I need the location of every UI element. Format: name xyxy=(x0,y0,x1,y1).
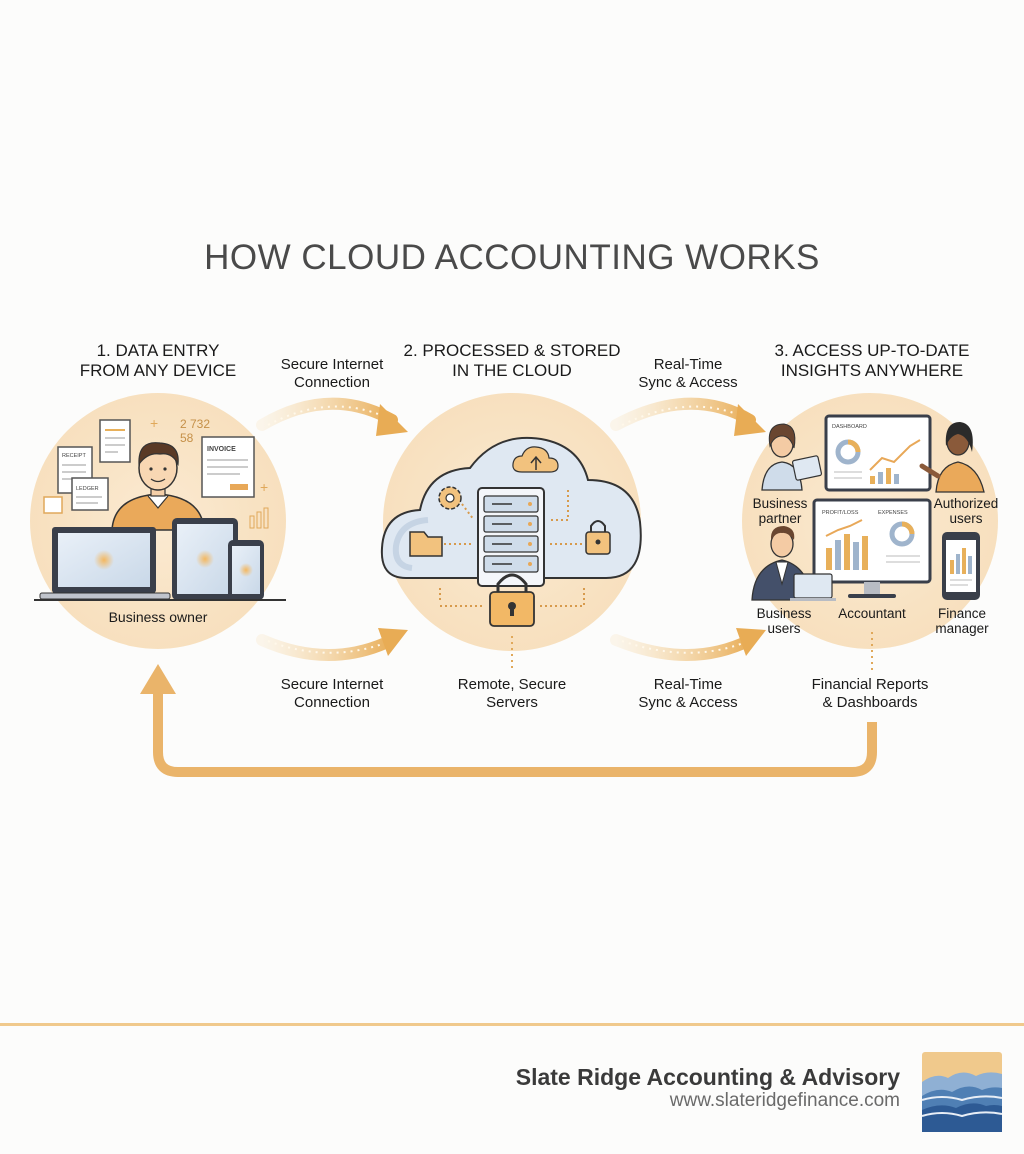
company-logo xyxy=(921,1052,1003,1132)
svg-text:+: + xyxy=(260,479,268,495)
svg-text:58: 58 xyxy=(180,431,194,445)
business-partner-figure xyxy=(761,423,823,491)
dashboard-monitor-top: DASHBOARD xyxy=(824,414,932,492)
business-owner-caption: Business owner xyxy=(108,609,208,625)
svg-text:PROFIT/LOSS: PROFIT/LOSS xyxy=(822,510,859,516)
business-user-figure xyxy=(751,526,836,601)
dashboard-monitor-center: PROFIT/LOSS EXPENSES xyxy=(812,498,932,598)
svg-text:RECEIPT: RECEIPT xyxy=(62,453,86,459)
gear-icon xyxy=(438,486,462,510)
reports-caption: Financial Reports& Dashboards xyxy=(811,676,929,711)
svg-text:+: + xyxy=(150,415,158,431)
page-title: HOW CLOUD ACCOUNTING WORKS xyxy=(204,238,820,277)
role-accountant: Accountant xyxy=(838,606,906,621)
cloud-scene xyxy=(380,436,642,627)
arrow-bottom-right xyxy=(610,628,766,661)
svg-text:DASHBOARD: DASHBOARD xyxy=(832,424,867,430)
company-name: Slate Ridge Accounting & Advisory xyxy=(515,1064,900,1090)
padlock-small-icon xyxy=(585,520,611,555)
svg-text:LEDGER: LEDGER xyxy=(76,486,99,492)
arrow-top-right xyxy=(610,397,766,436)
arrow-bottom-left xyxy=(256,628,408,661)
server-stack-icon xyxy=(477,487,545,587)
svg-text:INVOICE: INVOICE xyxy=(207,446,236,453)
business-owner-scene: RECEIPT LEDGER INVOICE 2 732 58 + + xyxy=(34,415,286,601)
footer-divider xyxy=(0,1023,1024,1026)
insights-scene: DASHBOARD PROFIT/LOSS EXPENSES xyxy=(751,414,985,601)
invoice-document: INVOICE xyxy=(201,436,255,498)
finance-phone xyxy=(942,532,980,600)
arrow-top-left xyxy=(256,397,408,436)
folder-icon xyxy=(409,531,443,557)
cloud-upload-icon xyxy=(512,446,559,473)
svg-text:2 732: 2 732 xyxy=(180,417,210,431)
padlock-large-icon xyxy=(489,573,535,627)
feedback-loop-arrow xyxy=(140,664,877,777)
ledger-document: LEDGER xyxy=(71,477,109,511)
authorized-user-figure xyxy=(919,422,985,493)
company-url[interactable]: www.slateridgefinance.com xyxy=(669,1090,900,1111)
svg-text:EXPENSES: EXPENSES xyxy=(878,510,908,516)
